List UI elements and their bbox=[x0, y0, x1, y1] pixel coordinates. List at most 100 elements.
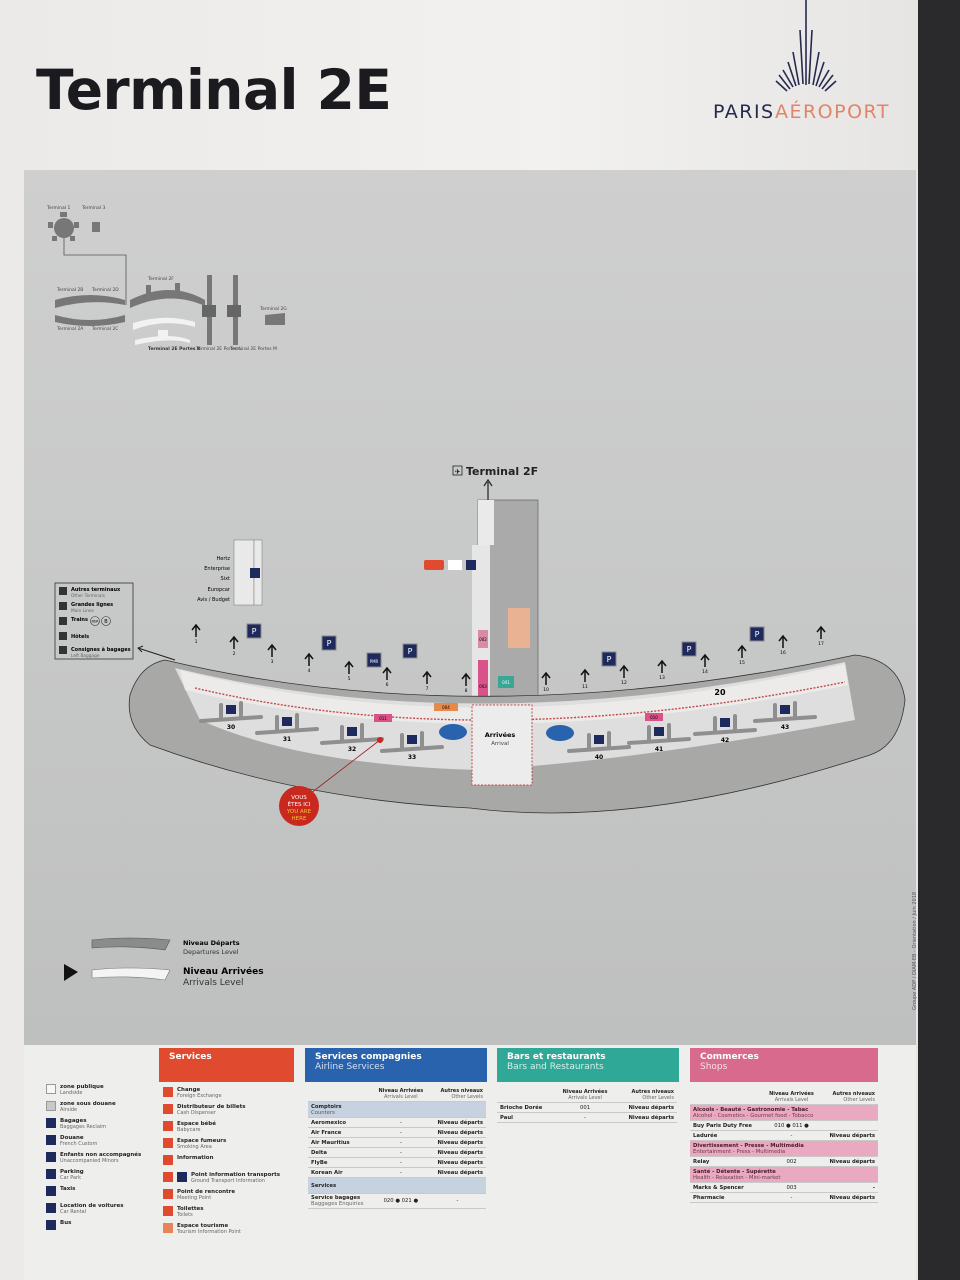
level-label: Niveau Arrivées bbox=[183, 966, 264, 977]
table-row: Aeromexico-Niveau départs bbox=[308, 1117, 486, 1128]
gate-number: 16 bbox=[780, 650, 786, 656]
table-row: Air Mauritius-Niveau départs bbox=[308, 1137, 486, 1148]
page-title: Terminal 2E bbox=[36, 58, 392, 122]
row-label: Buy Paris Duty Free bbox=[690, 1120, 763, 1131]
bus-lounge: 30 bbox=[199, 701, 263, 731]
gate[interactable]: 12 bbox=[619, 664, 629, 686]
gate[interactable]: 11 bbox=[580, 668, 590, 690]
legend-label-en: Airside bbox=[60, 1107, 78, 1113]
legend-label: Enfants non accompagnés bbox=[60, 1152, 142, 1158]
gate[interactable]: 8 bbox=[461, 672, 471, 694]
gate-number: 14 bbox=[702, 669, 708, 675]
section-title: Services bbox=[311, 1182, 337, 1189]
overview-label: Terminal 2E Portes L bbox=[195, 346, 242, 352]
category-title: Santé - Détente - Supérette bbox=[693, 1168, 776, 1175]
rental-company: Enterprise bbox=[204, 566, 230, 572]
baggage-icon bbox=[347, 727, 357, 736]
row-label: Aeromexico bbox=[308, 1117, 373, 1128]
transport-info-icon bbox=[177, 1172, 187, 1182]
customs-icon bbox=[46, 1135, 56, 1145]
other-level-cell: Niveau départs bbox=[820, 1130, 878, 1141]
other-level-cell: Niveau départs bbox=[615, 1102, 677, 1113]
arrival-level-cell: - bbox=[372, 1127, 429, 1138]
parking-icon bbox=[46, 1169, 56, 1179]
gate[interactable]: 2 bbox=[229, 635, 239, 657]
parking-icon bbox=[601, 651, 617, 667]
gate-number: 1 bbox=[195, 639, 198, 645]
legend-label: Toilettes bbox=[177, 1206, 204, 1212]
map-canvas: Terminal 1 Terminal 3 Terminal 2B Termin… bbox=[46, 205, 906, 988]
gate-20-label: 20 bbox=[714, 688, 726, 697]
parking-icon bbox=[402, 643, 418, 659]
parking-sign: PMR bbox=[366, 652, 382, 668]
arrival-level-cell: - bbox=[762, 1130, 821, 1141]
table-row: Delta-Niveau départs bbox=[308, 1147, 486, 1158]
parking-sign: P bbox=[749, 626, 765, 642]
arrival-level-cell: - bbox=[762, 1192, 821, 1203]
table-row: FlyBe-Niveau départs bbox=[308, 1157, 486, 1168]
legend-label-en: Toilets bbox=[177, 1212, 193, 1218]
legend-label-en: Baggages Reclaim bbox=[60, 1124, 107, 1130]
arrivals-label: Arrivées bbox=[485, 731, 516, 739]
other-level-cell: Niveau départs bbox=[428, 1117, 486, 1128]
rental-company: Hertz bbox=[217, 556, 231, 562]
gate[interactable]: 16 bbox=[778, 634, 788, 656]
gate-arrow-icon bbox=[422, 670, 432, 684]
gate[interactable]: 17 bbox=[816, 625, 826, 647]
gate[interactable]: 7 bbox=[422, 670, 432, 692]
lounge-number: 40 bbox=[595, 754, 603, 761]
overview-label: Terminal 1 bbox=[46, 205, 70, 211]
level-label: Niveau Départs bbox=[183, 939, 240, 947]
overview-map: Terminal 1 Terminal 3 Terminal 2B Termin… bbox=[46, 205, 287, 352]
gate[interactable]: 14 bbox=[700, 653, 710, 675]
gate[interactable]: 6 bbox=[382, 666, 392, 688]
gate[interactable]: 1 bbox=[191, 623, 201, 645]
line-b-badge: B bbox=[104, 619, 108, 625]
parking-label: P bbox=[408, 647, 413, 656]
bus-lounge: 31 bbox=[255, 713, 319, 743]
terminal-2f-label[interactable]: Terminal 2F bbox=[466, 465, 538, 478]
gate[interactable]: 4 bbox=[304, 652, 314, 674]
direction-label: Trains bbox=[71, 617, 88, 623]
exchange-icon bbox=[163, 1087, 173, 1097]
arrival-level-cell: 002 bbox=[762, 1156, 821, 1167]
legend-label: Point de rencontre bbox=[177, 1189, 236, 1195]
arrival-level-cell: - bbox=[372, 1167, 429, 1178]
gate-arrow-icon bbox=[657, 659, 667, 673]
other-level-cell: Niveau départs bbox=[615, 1112, 677, 1123]
lounge-number: 42 bbox=[721, 737, 729, 744]
gate[interactable]: 3 bbox=[267, 643, 277, 665]
col-header-en: Arrivals Level bbox=[384, 1094, 418, 1100]
arrival-level-cell: - bbox=[372, 1137, 429, 1148]
credit-text: Groupe ADP / DIAM-EB - Orientation / Jui… bbox=[912, 891, 918, 1010]
gate-arrow-icon bbox=[267, 643, 277, 657]
baggage-icon bbox=[720, 718, 730, 727]
legend-label: zone publique bbox=[60, 1084, 104, 1090]
gate[interactable]: 13 bbox=[657, 659, 667, 681]
you-are-here-text: ÊTES ICI bbox=[288, 800, 311, 808]
row-label: Service bagages bbox=[311, 1195, 361, 1201]
shops-title: Commerces bbox=[700, 1052, 759, 1062]
parking-label: P bbox=[327, 639, 332, 648]
other-level-cell: - bbox=[820, 1182, 878, 1193]
direction-label: Consignes à bagages bbox=[71, 646, 131, 653]
overview-label: Terminal 2B bbox=[56, 287, 83, 293]
shop-code: 010 bbox=[650, 715, 658, 720]
bus-lounge: 32 bbox=[320, 723, 384, 753]
gate-number: 5 bbox=[348, 676, 351, 682]
parking-sign: P bbox=[601, 651, 617, 667]
gate[interactable]: 10 bbox=[541, 671, 551, 693]
shop-code: 001 bbox=[502, 680, 510, 685]
legend-label: Taxis bbox=[60, 1186, 76, 1192]
information-icon bbox=[163, 1155, 173, 1165]
other-level-cell: Niveau départs bbox=[820, 1156, 878, 1167]
category-title: Alcools - Beauté - Gastronomie - Tabac bbox=[693, 1106, 809, 1113]
services-header: Services bbox=[159, 1048, 294, 1082]
gate[interactable]: 5 bbox=[344, 660, 354, 682]
gate[interactable]: 15 bbox=[737, 644, 747, 666]
plane-glyph-icon: ✈ bbox=[455, 468, 461, 476]
other-level-cell: Niveau départs bbox=[428, 1137, 486, 1148]
category-title: Divertissement - Presse - Multimédia bbox=[693, 1142, 804, 1149]
